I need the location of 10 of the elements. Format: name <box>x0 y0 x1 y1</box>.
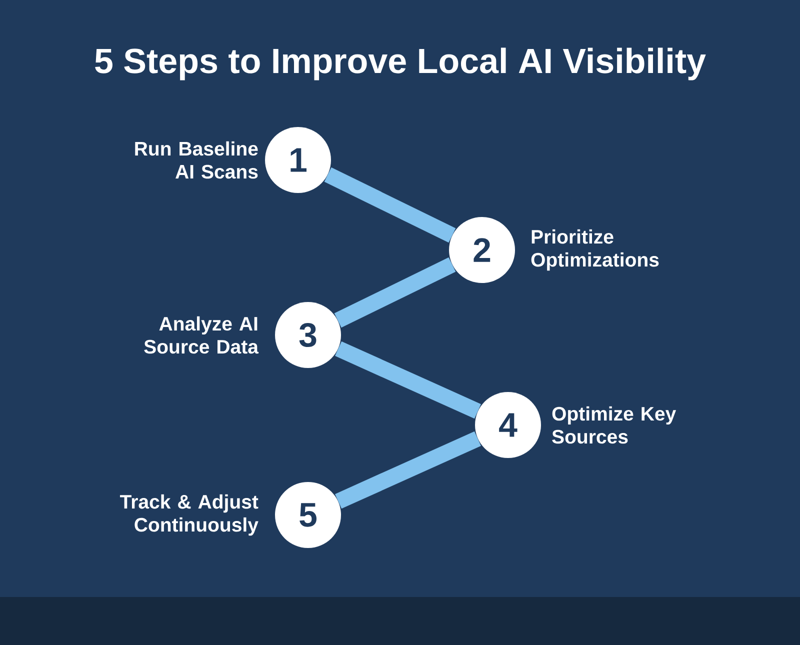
step-label: Run Baseline AI Scans <box>135 141 258 179</box>
step-label: Prioritize Optimizations <box>531 229 659 271</box>
connector <box>334 257 456 328</box>
connector <box>335 431 482 509</box>
step-label: Analyze AI Source Data <box>144 316 259 354</box>
step-label: Track & Adjust Continuously <box>120 494 258 536</box>
connector <box>324 167 456 243</box>
title: 5 Steps to Improve Local AI Visibility <box>95 48 706 80</box>
step-label: Optimize Key Sources <box>552 406 676 444</box>
connector <box>335 341 482 419</box>
